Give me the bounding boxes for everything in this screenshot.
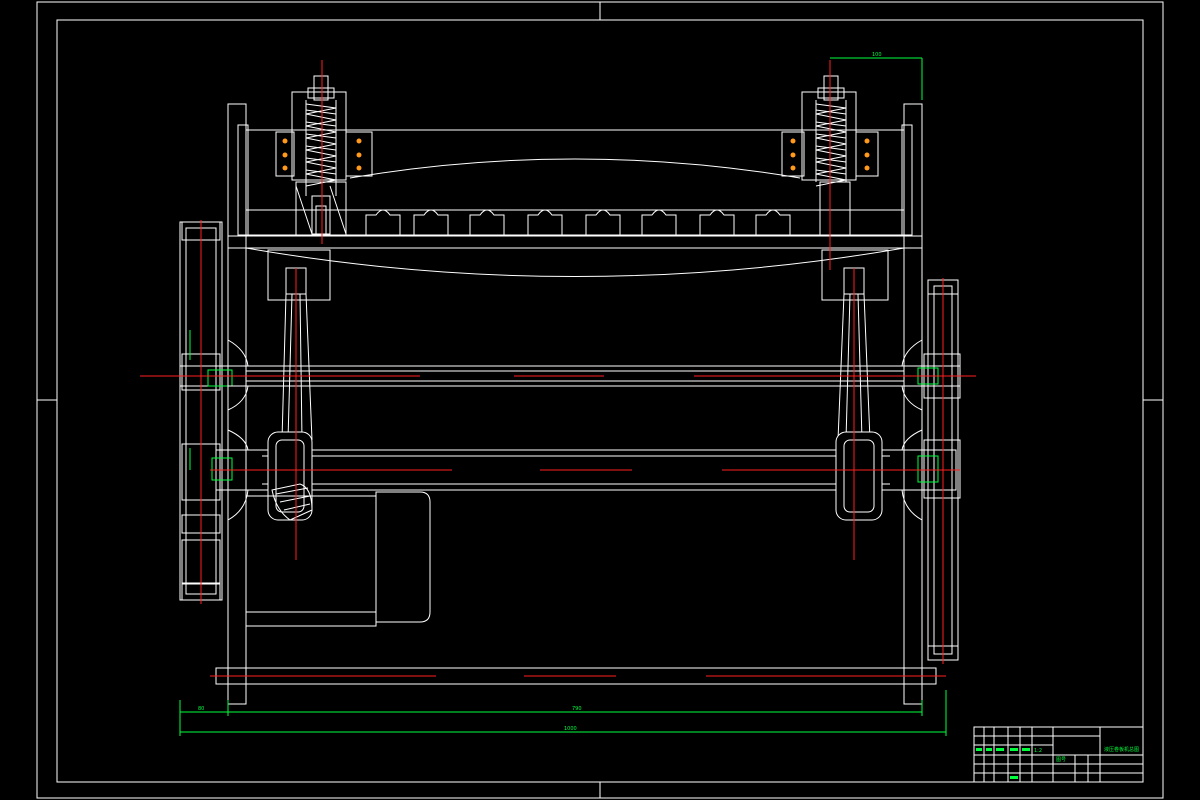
title-block-scale: 1:2	[1034, 748, 1042, 754]
lower-rams	[267, 431, 883, 521]
upper-beam	[245, 158, 905, 277]
left-spring-assembly	[267, 75, 373, 301]
dim-inner-width: 790	[572, 706, 582, 712]
title-block: 1:2 图号 液压卷板机总图	[973, 726, 1144, 783]
dim-spring-offset: 100	[872, 52, 882, 58]
bearing-housings	[227, 339, 923, 521]
right-spring-assembly	[781, 75, 889, 301]
dimensions: 80 790 1000 100	[179, 52, 947, 736]
centre-lines	[140, 60, 976, 677]
left-gear-train	[179, 221, 233, 601]
dim-overall-width: 1000	[564, 726, 577, 732]
motor	[245, 491, 431, 627]
sheet-border	[36, 1, 1164, 799]
title-block-sheet-label: 图号	[1056, 757, 1066, 763]
title-block-title: 液压卷板机总图	[1104, 746, 1139, 753]
dim-left-offset: 80	[198, 706, 204, 712]
connecting-rods	[281, 267, 871, 441]
main-frame	[215, 103, 937, 705]
